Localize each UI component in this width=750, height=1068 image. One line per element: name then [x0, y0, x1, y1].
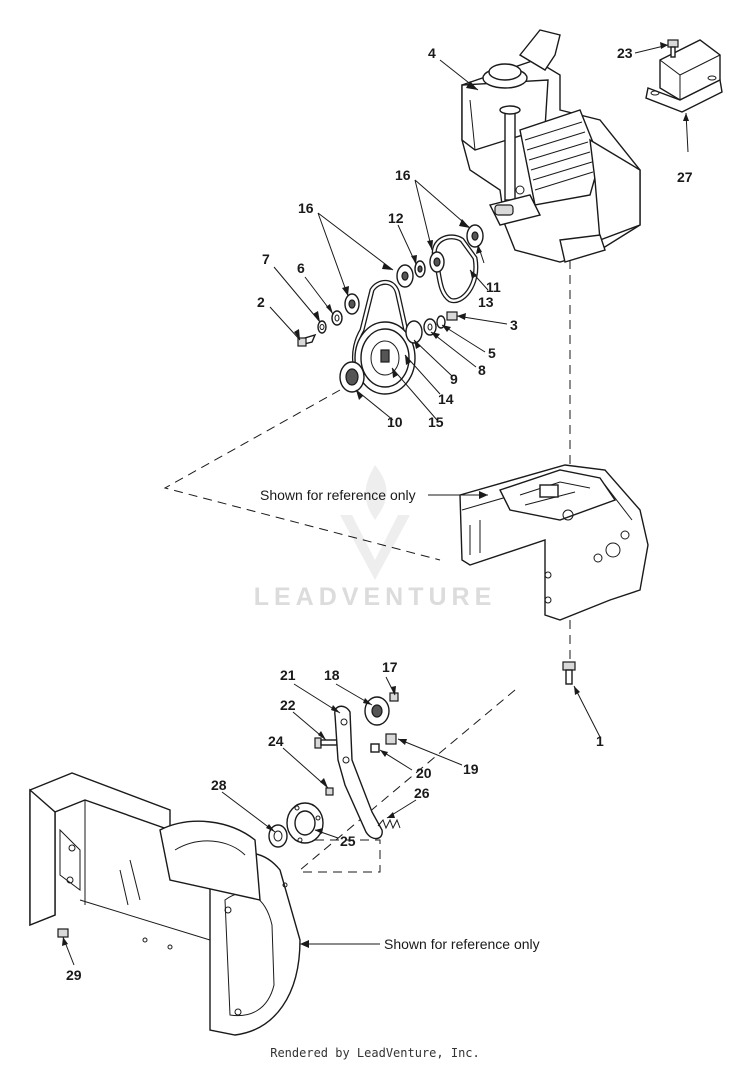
watermark-text: LEADVENTURE	[253, 583, 497, 611]
bracket	[645, 39, 723, 113]
callout-9: 9	[450, 371, 458, 387]
callout-8: 8	[478, 362, 486, 378]
callout-18: 18	[324, 667, 340, 683]
callout-28: 28	[211, 777, 227, 793]
reference-note-frame: Shown for reference only	[260, 487, 416, 503]
bolt-left	[297, 333, 317, 347]
frame-reference	[459, 464, 649, 621]
callout-19: 19	[463, 761, 479, 777]
callout-22: 22	[280, 697, 296, 713]
watermark-logo-icon	[340, 465, 410, 580]
nut-top	[389, 692, 399, 702]
belt-small	[431, 234, 479, 304]
mounting-screw	[562, 661, 576, 685]
engine	[461, 29, 641, 263]
callout-20: 20	[416, 765, 432, 781]
callout-13: 13	[478, 294, 494, 310]
washer-group-upper	[396, 224, 484, 288]
callout-1: 1	[596, 733, 604, 749]
callout-16-left: 16	[298, 200, 314, 216]
callout-12: 12	[388, 210, 404, 226]
callout-3: 3	[510, 317, 518, 333]
callout-5: 5	[488, 345, 496, 361]
drive-pulley	[354, 321, 416, 395]
callout-29: 29	[66, 967, 82, 983]
washer-group-lower	[405, 311, 458, 344]
bearing	[364, 696, 390, 726]
callout-2: 2	[257, 294, 265, 310]
callout-25: 25	[340, 833, 356, 849]
nut-24	[325, 787, 334, 796]
callout-15: 15	[428, 414, 444, 430]
idler-pulley	[339, 361, 365, 393]
spacer-19-20	[370, 733, 397, 753]
housing-nut	[57, 928, 69, 938]
flange-bearing	[286, 802, 324, 844]
callout-23: 23	[617, 45, 633, 61]
callout-27: 27	[677, 169, 693, 185]
callout-26: 26	[414, 785, 430, 801]
callout-21: 21	[280, 667, 296, 683]
callout-4: 4	[428, 45, 436, 61]
callout-24: 24	[268, 733, 284, 749]
leader-arrowheads	[62, 42, 689, 948]
reference-note-housing: Shown for reference only	[384, 936, 540, 952]
callout-17: 17	[382, 659, 398, 675]
auger-housing-reference	[29, 772, 301, 1036]
spring	[377, 818, 401, 830]
callout-7: 7	[262, 251, 270, 267]
callout-6: 6	[297, 260, 305, 276]
washer-left	[317, 293, 360, 334]
callout-11: 11	[486, 279, 501, 295]
callout-labels: 4 23 27 16 16 12 7 6 11 13 2 3 5 8 9 14 …	[66, 45, 693, 983]
callout-14: 14	[438, 391, 454, 407]
bracket-screw	[667, 39, 679, 58]
linkage-arm	[334, 705, 383, 840]
callout-16-right: 16	[395, 167, 411, 183]
callout-10: 10	[387, 414, 403, 430]
footer-credit: Rendered by LeadVenture, Inc.	[270, 1046, 480, 1060]
